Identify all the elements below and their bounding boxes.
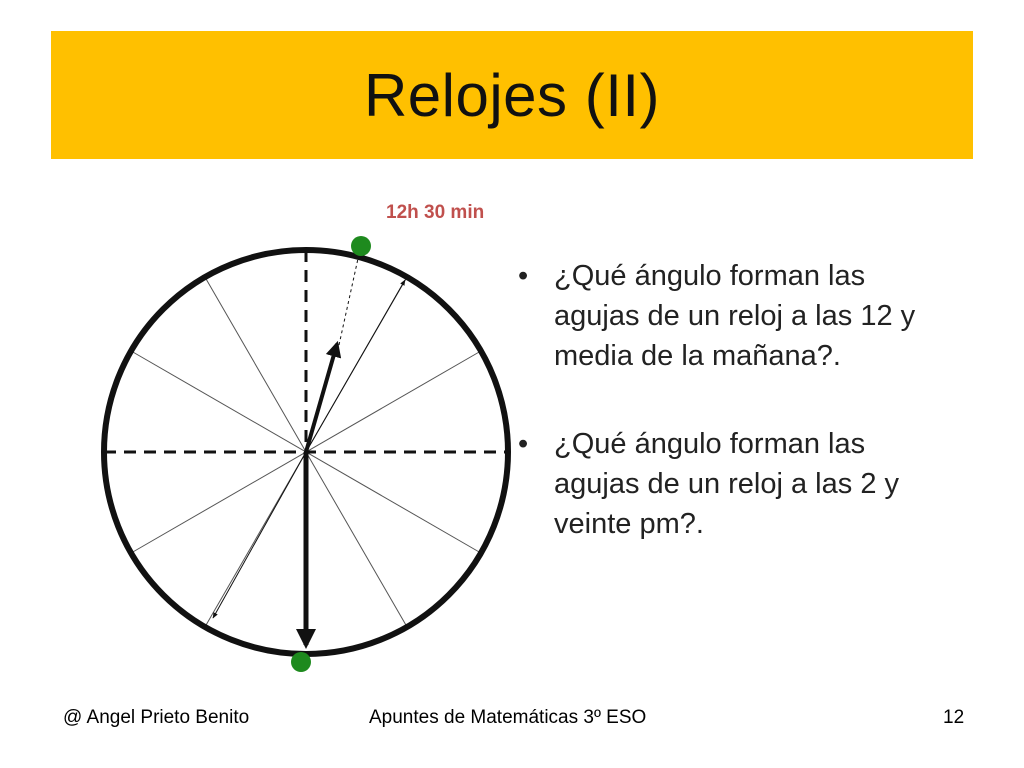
hour-hand <box>304 340 342 453</box>
bullet-icon: • <box>518 260 529 292</box>
question-text: ¿Qué ángulo forman las agujas de un relo… <box>554 260 916 372</box>
hour-hand-trace <box>338 253 360 346</box>
bottom-marker-dot <box>291 652 311 672</box>
question-item: • ¿Qué ángulo forman las agujas de un re… <box>518 424 938 544</box>
question-text: ¿Qué ángulo forman las agujas de un relo… <box>554 428 899 540</box>
title-bar: Relojes (II) <box>51 31 973 159</box>
footer-page-number: 12 <box>943 707 965 728</box>
footer-author: @ Angel Prieto Benito <box>63 707 250 728</box>
top-marker-dot <box>351 236 371 256</box>
bullet-icon: • <box>518 428 529 460</box>
clock-time-label: 12h 30 min <box>386 202 485 223</box>
arrow-to-7-oclock <box>212 451 307 619</box>
slide-title: Relojes (II) <box>363 61 661 129</box>
question-item: • ¿Qué ángulo forman las agujas de un re… <box>518 256 938 376</box>
question-list: • ¿Qué ángulo forman las agujas de un re… <box>518 256 938 544</box>
footer-course: Apuntes de Matemáticas 3º ESO <box>369 707 647 728</box>
arrow-to-1-oclock <box>305 279 406 453</box>
